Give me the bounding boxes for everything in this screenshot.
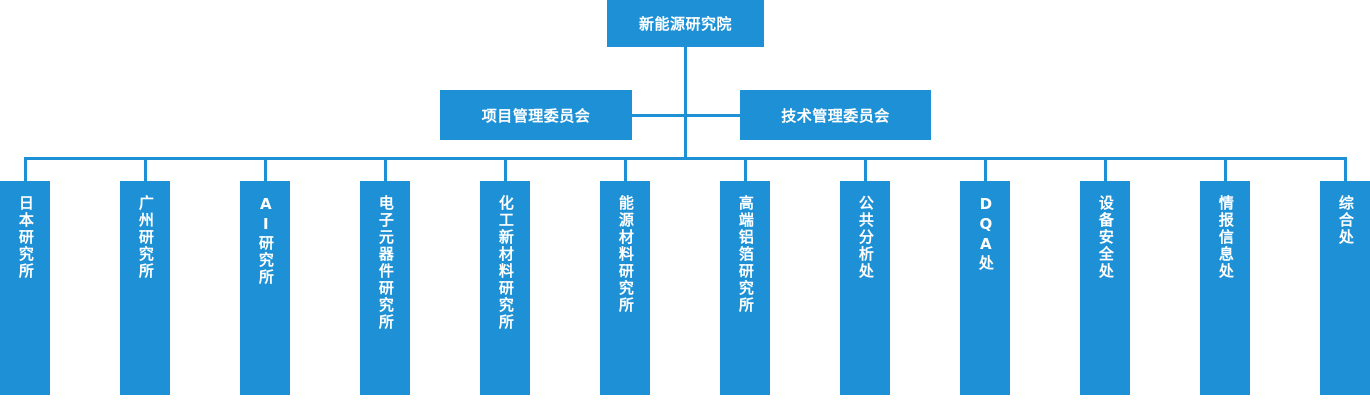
connector-drop-4 [384,157,387,182]
connector-drop-5 [504,157,507,182]
node-department-1[interactable]: 日本研究所 [0,181,50,395]
node-department-6[interactable]: 能源材料研究所 [600,181,650,395]
node-department-5-label: 化工新材料研究所 [496,195,515,331]
node-technical-management-committee-label: 技术管理委员会 [781,106,890,125]
node-department-8[interactable]: 公共分析处 [840,181,890,395]
node-department-11[interactable]: 情报信息处 [1200,181,1250,395]
node-project-management-committee[interactable]: 项目管理委员会 [440,90,632,140]
node-department-12-label: 综合处 [1336,195,1355,246]
node-department-10[interactable]: 设备安全处 [1080,181,1130,395]
connector-drop-10 [1104,157,1107,182]
node-department-1-label: 日本研究所 [16,195,35,280]
connector-drop-3 [264,157,267,182]
node-technical-management-committee[interactable]: 技术管理委员会 [740,90,931,140]
node-department-3[interactable]: AI研究所 [240,181,290,395]
node-department-12[interactable]: 综合处 [1320,181,1370,395]
node-department-5[interactable]: 化工新材料研究所 [480,181,530,395]
node-project-management-committee-label: 项目管理委员会 [481,106,591,125]
node-department-7-label: 高端铝箔研究所 [736,195,755,314]
node-department-9-label: DQA处 [976,195,995,272]
connector-root-trunk [684,47,687,116]
connector-drop-7 [744,157,747,182]
connector-drop-11 [1224,157,1227,182]
connector-drop-6 [624,157,627,182]
node-department-10-label: 设备安全处 [1096,195,1115,280]
node-department-4[interactable]: 电子元器件研究所 [360,181,410,395]
node-department-9[interactable]: DQA处 [960,181,1010,395]
connector-drop-1 [24,157,27,182]
node-department-2[interactable]: 广州研究所 [120,181,170,395]
node-department-11-label: 情报信息处 [1216,195,1235,280]
node-department-4-label: 电子元器件研究所 [376,195,395,331]
node-department-2-label: 广州研究所 [136,195,155,280]
node-department-8-label: 公共分析处 [856,195,875,280]
connector-drop-12 [1344,157,1347,182]
node-department-7[interactable]: 高端铝箔研究所 [720,181,770,395]
connector-trunk-to-bus [684,114,687,159]
node-root-label: 新能源研究院 [638,15,732,33]
connector-drop-9 [984,157,987,182]
connector-drop-2 [144,157,147,182]
connector-department-bus [24,157,1346,160]
node-root[interactable]: 新能源研究院 [607,0,764,47]
connector-drop-8 [864,157,867,182]
node-department-6-label: 能源材料研究所 [616,195,635,314]
node-department-3-label: AI研究所 [256,195,275,286]
